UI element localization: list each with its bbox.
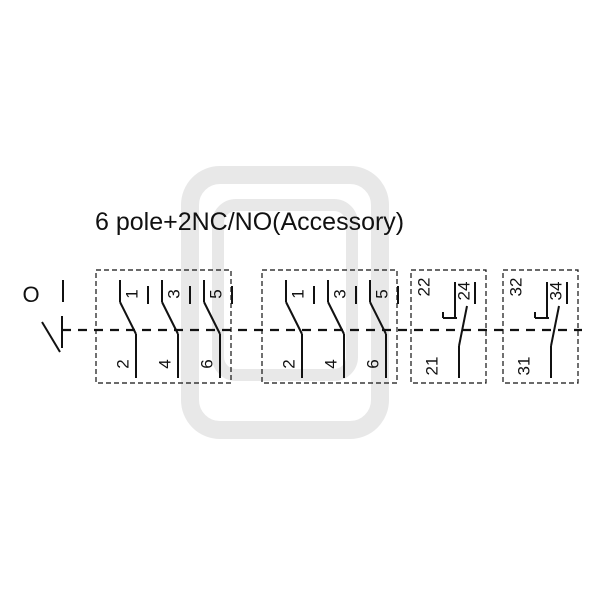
pole-blade — [161, 301, 179, 335]
common-label: 31 — [514, 357, 533, 376]
no-top-label: 34 — [546, 282, 565, 301]
pole-bottom-label: 2 — [113, 359, 132, 368]
common-label: 21 — [422, 357, 441, 376]
pole-blade — [285, 301, 303, 335]
pole-blade — [203, 301, 221, 335]
pole-bottom-label: 4 — [321, 359, 340, 368]
pole-top-label: 1 — [288, 289, 307, 298]
nc-top-label: 22 — [414, 278, 433, 297]
handle-lever — [41, 321, 61, 353]
pole-bottom-label: 6 — [197, 359, 216, 368]
pole-blade — [119, 301, 137, 335]
aux-blade — [550, 305, 560, 347]
aux-contact-box — [410, 269, 487, 384]
pole-group-box — [95, 269, 232, 384]
pole-top-label: 1 — [122, 289, 141, 298]
pole-blade — [369, 301, 387, 335]
pole-bottom-label: 2 — [279, 359, 298, 368]
pole-top-label: 5 — [206, 289, 225, 298]
pole-bottom-label: 6 — [363, 359, 382, 368]
pole-top-label: 3 — [330, 289, 349, 298]
aux-contact-box — [502, 269, 579, 384]
pole-group-box — [261, 269, 398, 384]
pole-top-label: 3 — [164, 289, 183, 298]
pole-blade — [327, 301, 345, 335]
pole-top-label: 5 — [372, 289, 391, 298]
nc-top-label: 32 — [506, 278, 525, 297]
handle-label: O — [22, 282, 39, 307]
no-top-label: 24 — [454, 282, 473, 301]
pole-bottom-label: 4 — [155, 359, 174, 368]
diagram-title: 6 pole+2NC/NO(Accessory) — [95, 208, 405, 236]
aux-blade — [458, 305, 468, 347]
